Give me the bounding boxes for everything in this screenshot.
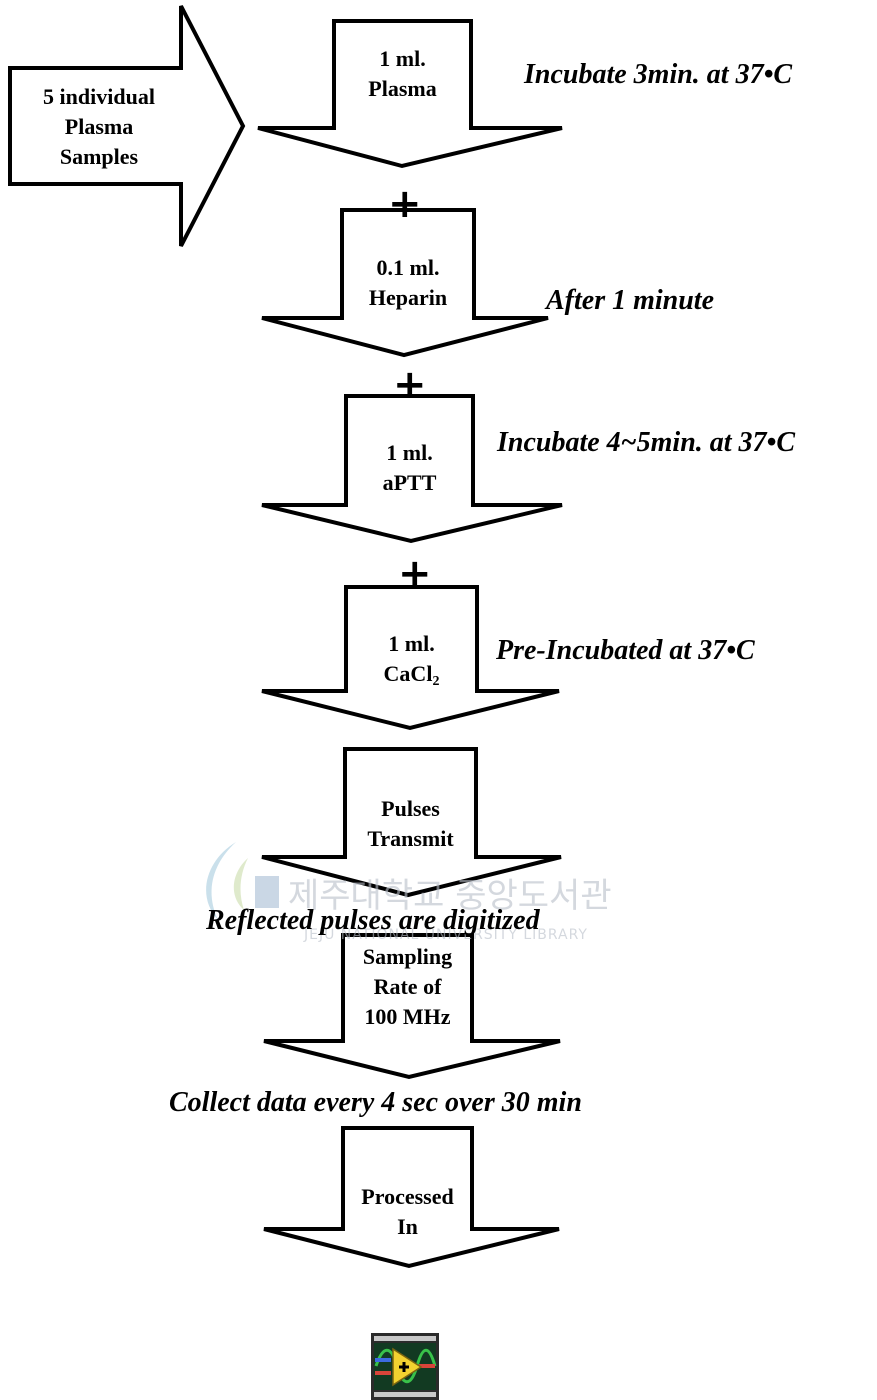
step-1-label: 1 ml. Plasma [334, 44, 471, 104]
step-5-arrow-shape [261, 747, 562, 898]
step-5-line1: Pulses [381, 796, 440, 821]
step-4-line1: 1 ml. [388, 631, 435, 656]
watermark-english: JEJU NATIONAL UNIVERSITY LIBRARY [304, 927, 588, 943]
cacl-subscript: 2 [432, 674, 440, 689]
input-label-line2: Plasma [64, 114, 134, 139]
watermark-korean: 제주대학교 중앙도서관 [288, 876, 612, 916]
step-3-line2: aPTT [382, 470, 437, 495]
step-4-label: 1 ml. CaCl2 [346, 629, 477, 697]
step-3-line1: 1 ml. [386, 440, 433, 465]
cacl-label: CaCl [383, 661, 433, 686]
step-7-arrow-shape [263, 1126, 560, 1269]
step-3-label: 1 ml. aPTT [346, 438, 473, 498]
plus-sign-2: + [393, 362, 427, 408]
library-logo-watermark [206, 842, 279, 920]
step-5-label: Pulses Transmit [345, 794, 476, 854]
input-label: 5 individual Plasma Samples [14, 82, 184, 172]
step-6-note: Collect data every 4 sec over 30 min [169, 1087, 582, 1118]
step-7-line2: In [397, 1214, 418, 1239]
step-5-line2: Transmit [367, 826, 454, 851]
step-4-note: Pre-Incubated at 37•C [496, 635, 755, 666]
step-1-line2: Plasma [368, 76, 437, 101]
labview-icon [371, 1333, 439, 1400]
step-7-line1: Processed [361, 1184, 454, 1209]
step-3-arrow-shape [261, 394, 563, 544]
input-arrow-shape [8, 5, 246, 247]
step-1-note: Incubate 3min. at 37•C [524, 59, 793, 90]
step-6-line3: 100 MHz [364, 1004, 451, 1029]
plus-sign-3: + [398, 551, 432, 597]
step-4-line2: CaCl2 [346, 659, 477, 697]
input-label-line3: Samples [59, 144, 139, 169]
step-1-line1: 1 ml. [379, 46, 426, 71]
step-2-arrow-shape [261, 208, 549, 358]
step-6-line1: Sampling [362, 944, 453, 969]
step-6-label: Sampling Rate of 100 MHz [343, 942, 472, 1032]
step-6-arrow-shape [263, 933, 561, 1080]
step-7-label: Processed In [343, 1182, 472, 1242]
step-6-line2: Rate of [373, 974, 442, 999]
step-3-note: Incubate 4~5min. at 37•C [497, 427, 796, 458]
step-1-arrow-shape [257, 19, 563, 169]
step-2-line1: 0.1 ml. [376, 255, 440, 280]
step-2-line2: Heparin [368, 285, 448, 310]
step-5-note: Reflected pulses are digitized [206, 905, 540, 936]
step-2-note: After 1 minute [546, 285, 715, 316]
step-4-arrow-shape [261, 585, 560, 731]
input-label-line1: 5 individual [43, 84, 155, 109]
plus-sign-1: + [388, 181, 422, 227]
step-2-label: 0.1 ml. Heparin [342, 253, 474, 313]
